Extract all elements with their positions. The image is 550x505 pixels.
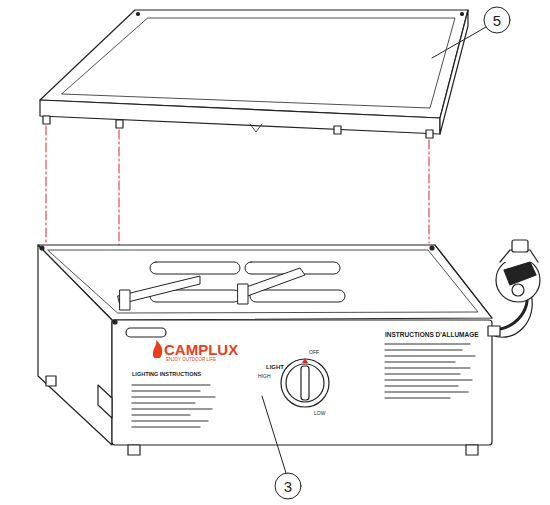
brand-logo: CAMPLUX bbox=[164, 342, 238, 357]
burner-tubes bbox=[118, 262, 345, 310]
callout-number: 5 bbox=[493, 13, 501, 28]
brand-slogan: ENJOY OUTDOOR LIFE bbox=[166, 358, 216, 363]
instruction-heading: INSTRUCTIONS D'ALLUMAGE bbox=[385, 332, 479, 339]
knob-label: OFF bbox=[309, 350, 319, 355]
griddle-base bbox=[38, 245, 492, 455]
callout-number: 3 bbox=[284, 479, 292, 494]
callouts bbox=[262, 7, 510, 499]
instruction-heading: LIGHTING INSTRUCTIONS bbox=[132, 372, 201, 378]
knob-label: HIGH bbox=[258, 374, 271, 379]
knob-label: LOW bbox=[314, 411, 325, 416]
gas-regulator bbox=[488, 240, 540, 337]
knob-label: LIGHT bbox=[266, 364, 284, 370]
griddle-plate bbox=[40, 10, 468, 138]
